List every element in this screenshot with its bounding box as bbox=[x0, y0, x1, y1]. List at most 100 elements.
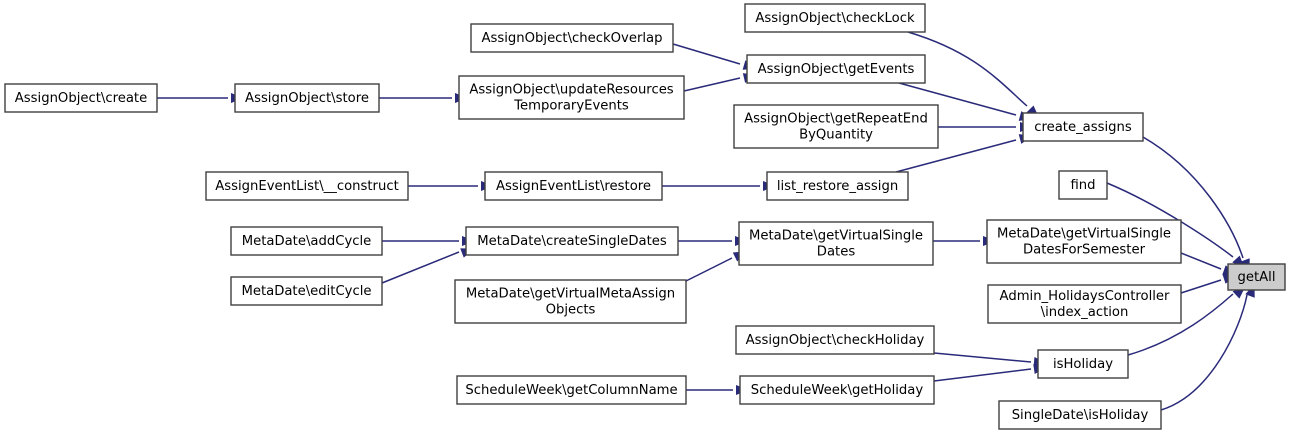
node-getall[interactable]: getAll bbox=[1227, 263, 1286, 291]
node-box-metadate_addcycle[interactable] bbox=[230, 226, 383, 256]
node-box-assignobject_checkholiday[interactable] bbox=[735, 325, 935, 355]
node-label-assignobject_create: AssignObject\create bbox=[15, 91, 147, 106]
node-label-getall: getAll bbox=[1237, 270, 1275, 285]
node-box-getall[interactable] bbox=[1227, 263, 1286, 291]
node-label-line: AssignObject\getRepeatEnd bbox=[744, 112, 928, 127]
node-label-line: MetaDate\getVirtualMetaAssign bbox=[466, 287, 675, 302]
node-assignobject_getevents[interactable]: AssignObject\getEvents bbox=[746, 54, 926, 84]
node-label-line: MetaDate\getVirtualSingle bbox=[749, 229, 923, 244]
node-label-isholiday: isHoliday bbox=[1053, 357, 1113, 372]
edge-assignobject_checkoverlap-to-assignobject_getevents bbox=[672, 43, 741, 65]
node-box-assigneventlist_restore[interactable] bbox=[484, 171, 663, 201]
node-box-scheduleweek_getcolumnname[interactable] bbox=[456, 375, 687, 405]
node-assignobject_checkoverlap[interactable]: AssignObject\checkOverlap bbox=[470, 23, 674, 53]
node-box-admin_holidayscontroller[interactable] bbox=[987, 284, 1182, 324]
node-assigneventlist_restore[interactable]: AssignEventList\restore bbox=[484, 171, 663, 201]
edge-create_assigns-to-getall bbox=[1142, 136, 1244, 259]
node-label-line: Admin_HolidaysController bbox=[1000, 289, 1171, 304]
node-label-line: AssignObject\checkHoliday bbox=[746, 333, 925, 348]
node-box-scheduleweek_getholiday[interactable] bbox=[739, 375, 935, 405]
node-box-metadate_editcycle[interactable] bbox=[230, 276, 383, 306]
edge-find-to-getall bbox=[1106, 182, 1234, 258]
node-label-line: ByQuantity bbox=[799, 128, 873, 143]
edge-assignobject_checkholiday-to-isholiday bbox=[933, 352, 1032, 363]
node-label-line: DatesForSemester bbox=[1023, 243, 1146, 258]
node-find[interactable]: find bbox=[1058, 170, 1108, 200]
edge-admin_holidayscontroller-to-getall bbox=[1180, 279, 1222, 294]
edge-scheduleweek_getholiday-to-isholiday bbox=[933, 368, 1032, 382]
node-label-line: AssignObject\getEvents bbox=[758, 62, 915, 77]
node-label-line: MetaDate\editCycle bbox=[241, 284, 371, 299]
node-metadate_createsingledates[interactable]: MetaDate\createSingleDates bbox=[465, 226, 679, 256]
node-box-assignobject_checklock[interactable] bbox=[744, 3, 926, 33]
node-label-line: MetaDate\addCycle bbox=[242, 234, 372, 249]
node-metadate_editcycle[interactable]: MetaDate\editCycle bbox=[230, 276, 383, 306]
node-box-metadate_createsingledates[interactable] bbox=[465, 226, 679, 256]
node-label-line: AssignObject\updateResources bbox=[469, 83, 673, 98]
node-box-assignobject_getevents[interactable] bbox=[746, 54, 926, 84]
node-label-assignobject_checkoverlap: AssignObject\checkOverlap bbox=[482, 31, 663, 46]
node-box-metadate_getvirtualsem[interactable] bbox=[986, 219, 1182, 264]
edge-singledate_isholiday-to-getall bbox=[1160, 294, 1248, 411]
node-create_assigns[interactable]: create_assigns bbox=[1022, 112, 1144, 142]
node-label-line: AssignObject\store bbox=[245, 91, 369, 106]
node-label-line: TemporaryEvents bbox=[513, 99, 629, 114]
node-label-line: getAll bbox=[1237, 270, 1275, 285]
node-assignobject_checklock[interactable]: AssignObject\checkLock bbox=[744, 3, 926, 33]
node-box-isholiday[interactable] bbox=[1037, 349, 1129, 379]
node-label-line: MetaDate\getVirtualSingle bbox=[997, 227, 1171, 242]
node-label-assignobject_store: AssignObject\store bbox=[245, 91, 369, 106]
node-isholiday[interactable]: isHoliday bbox=[1037, 349, 1129, 379]
node-label-line: create_assigns bbox=[1034, 120, 1132, 135]
node-box-singledate_isholiday[interactable] bbox=[998, 400, 1162, 430]
edge-metadate_editcycle-to-metadate_createsingledates bbox=[381, 251, 460, 284]
node-assignobject_checkholiday[interactable]: AssignObject\checkHoliday bbox=[735, 325, 935, 355]
node-label-list_restore_assign: list_restore_assign bbox=[777, 179, 898, 194]
node-label-line: AssignEventList\__construct bbox=[215, 179, 399, 194]
node-label-assignobject_getevents: AssignObject\getEvents bbox=[758, 62, 915, 77]
node-label-line: \index_action bbox=[1041, 305, 1129, 320]
node-scheduleweek_getholiday[interactable]: ScheduleWeek\getHoliday bbox=[739, 375, 935, 405]
node-label-line: list_restore_assign bbox=[777, 179, 898, 194]
node-label-line: ScheduleWeek\getHoliday bbox=[751, 383, 924, 398]
node-admin_holidayscontroller[interactable]: Admin_HolidaysController\index_action bbox=[987, 284, 1182, 324]
node-box-metadate_getvirtualsingle[interactable] bbox=[738, 221, 934, 266]
node-label-metadate_editcycle: MetaDate\editCycle bbox=[241, 284, 371, 299]
node-label-metadate_addcycle: MetaDate\addCycle bbox=[242, 234, 372, 249]
node-box-assignobject_getrepeatend[interactable] bbox=[733, 104, 939, 149]
node-list_restore_assign[interactable]: list_restore_assign bbox=[766, 171, 909, 201]
node-label-admin_holidayscontroller: Admin_HolidaysController\index_action bbox=[1000, 289, 1171, 320]
node-singledate_isholiday[interactable]: SingleDate\isHoliday bbox=[998, 400, 1162, 430]
node-metadate_addcycle[interactable]: MetaDate\addCycle bbox=[230, 226, 383, 256]
node-label-line: Dates bbox=[817, 245, 856, 260]
node-assignobject_create[interactable]: AssignObject\create bbox=[4, 83, 158, 113]
node-label-scheduleweek_getcolumnname: ScheduleWeek\getColumnName bbox=[465, 383, 677, 398]
node-box-create_assigns[interactable] bbox=[1022, 112, 1144, 142]
node-box-assignobject_updateres[interactable] bbox=[458, 75, 685, 120]
node-assigneventlist_construct[interactable]: AssignEventList\__construct bbox=[205, 171, 409, 201]
node-label-line: find bbox=[1070, 178, 1095, 193]
node-scheduleweek_getcolumnname[interactable]: ScheduleWeek\getColumnName bbox=[456, 375, 687, 405]
node-label-line: MetaDate\createSingleDates bbox=[477, 234, 667, 249]
node-box-metadate_getvirtualmeta[interactable] bbox=[454, 279, 687, 324]
node-box-assignobject_store[interactable] bbox=[234, 83, 380, 113]
node-box-assignobject_checkoverlap[interactable] bbox=[470, 23, 674, 53]
node-assignobject_store[interactable]: AssignObject\store bbox=[234, 83, 380, 113]
node-box-assignobject_create[interactable] bbox=[4, 83, 158, 113]
node-box-assigneventlist_construct[interactable] bbox=[205, 171, 409, 201]
node-box-list_restore_assign[interactable] bbox=[766, 171, 909, 201]
node-label-line: AssignObject\create bbox=[15, 91, 147, 106]
node-label-line: SingleDate\isHoliday bbox=[1012, 408, 1149, 423]
node-box-find[interactable] bbox=[1058, 170, 1108, 200]
edge-isholiday-to-getall bbox=[1127, 293, 1234, 356]
